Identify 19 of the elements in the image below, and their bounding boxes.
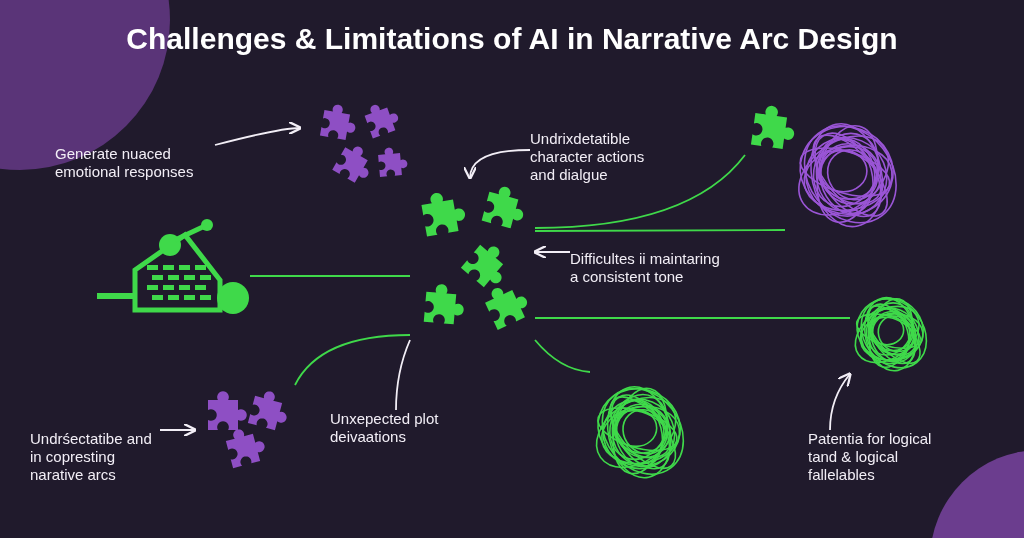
callout-text: Undrixdetatible character actions and dialgue <box>530 130 660 184</box>
connector-line <box>534 154 746 229</box>
arrow <box>829 371 852 431</box>
connector-line <box>534 339 591 373</box>
connector-line <box>534 229 786 232</box>
callout-text: Difficultes ii maintaring a consistent tone <box>570 250 730 286</box>
callout-text: Undrśectatibe and in copresting narative arcs <box>30 430 160 484</box>
connector-line <box>395 339 411 411</box>
arrow <box>532 244 571 260</box>
connector-line <box>294 334 411 386</box>
connector-line <box>534 317 851 319</box>
title: Challenges & Limitations of AI in Narrative Arc Design <box>125 22 899 56</box>
callout-text: Generate nuaced emotional responses <box>55 145 215 181</box>
callout-text: Patentia for logical tand & logical fallelables <box>808 430 948 484</box>
arrow <box>159 422 198 438</box>
connector-line <box>249 275 411 277</box>
arrow <box>214 120 303 146</box>
arrow <box>463 149 531 181</box>
callout-text: Unxepected plot deivaations <box>330 410 480 446</box>
